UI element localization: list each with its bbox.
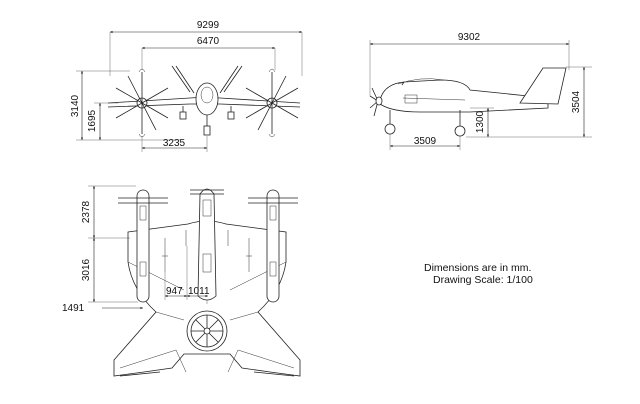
dim-total-span: 9299	[197, 20, 220, 31]
dim-spacing-b: 1011	[188, 286, 210, 297]
dim-prop-spacing: 3235	[163, 138, 186, 149]
top-rear-fan	[186, 310, 228, 352]
front-v-tail-right	[219, 65, 243, 94]
front-propeller-right	[245, 68, 299, 138]
dim-total-height: 3140	[70, 94, 81, 117]
front-view: 9299 6470 3140 1695 3235	[70, 20, 303, 152]
dim-nose-section: 2378	[81, 200, 92, 223]
scale-note: Drawing Scale: 1/100	[433, 274, 533, 286]
top-pod-right	[248, 189, 298, 303]
front-propeller-left	[115, 68, 169, 138]
units-note: Dimensions are in mm.	[424, 262, 532, 274]
front-v-tail-left	[171, 65, 195, 94]
dim-prop-hub-height: 1695	[87, 109, 98, 132]
dim-side-length: 9302	[458, 32, 481, 43]
dim-mid-section: 3016	[81, 258, 92, 281]
top-fuselage	[190, 188, 224, 301]
side-fuselage	[379, 79, 549, 113]
top-prop-right	[248, 197, 298, 204]
top-pod-left	[118, 189, 168, 303]
dim-wing-span: 6470	[197, 36, 220, 47]
dim-gear-base: 3509	[414, 136, 437, 147]
side-propeller	[369, 87, 383, 117]
top-prop-left	[118, 197, 168, 204]
front-fuselage	[195, 82, 219, 116]
dim-gear-height: 1300	[475, 110, 486, 133]
side-landing-gear	[389, 110, 461, 126]
dim-side-height: 3504	[571, 90, 582, 113]
dim-tail-offset: 1491	[62, 303, 85, 314]
dim-spacing-a: 947	[166, 286, 183, 297]
side-view: 9302 3504 1300 3509	[369, 32, 592, 150]
side-vertical-tail	[519, 67, 567, 105]
top-view: 2378 3016 1491 947 1011	[62, 185, 301, 377]
